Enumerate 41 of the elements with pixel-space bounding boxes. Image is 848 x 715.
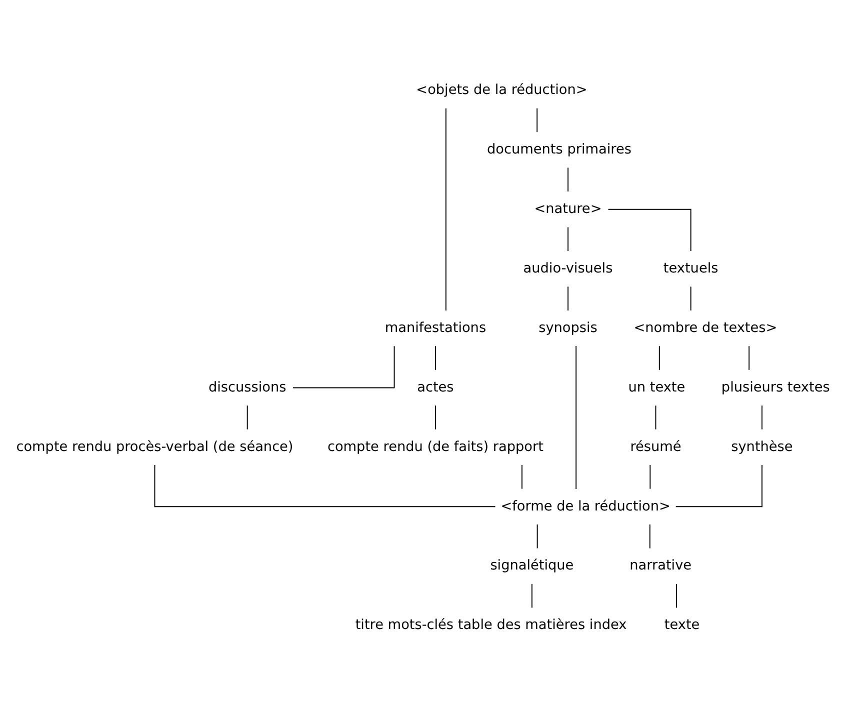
- connector: [608, 208, 692, 251]
- connector: [445, 107, 446, 310]
- connector: [690, 286, 692, 310]
- connector: [748, 345, 750, 370]
- node-text: audio-visuels: [523, 260, 613, 276]
- node-text: un texte: [628, 378, 686, 395]
- node-text: textuels: [663, 260, 718, 276]
- node-text: actes: [417, 378, 454, 395]
- connector: [434, 404, 436, 430]
- connector: [576, 345, 577, 489]
- connector: [658, 345, 660, 370]
- connector: [434, 345, 436, 370]
- node-text: texte: [664, 616, 700, 633]
- node-text: plusieurs textes: [721, 378, 830, 395]
- node-text: manifestations: [384, 319, 486, 336]
- node-text: synopsis: [538, 319, 598, 336]
- connector: [531, 582, 532, 608]
- node-text: <nature>: [534, 200, 602, 216]
- node-text: <nombre de textes>: [634, 319, 778, 336]
- connector: [649, 524, 650, 548]
- node-text: narrative: [630, 557, 692, 574]
- node-text: <objets de la réduction>: [416, 82, 588, 98]
- connector: [655, 404, 656, 430]
- node-text: discussions: [208, 378, 286, 395]
- node-text: compte rendu procès-verbal (de séance): [16, 438, 294, 454]
- node-text: compte rendu (de faits) rapport: [327, 438, 544, 454]
- node-text: synthèse: [731, 438, 793, 454]
- node-text: signalétique: [490, 557, 574, 574]
- node-text: <forme de la réduction>: [500, 498, 670, 514]
- node-text: titre mots-clés table des matières index: [355, 616, 627, 633]
- node-text: documents primaires: [487, 141, 632, 158]
- connector: [650, 464, 651, 489]
- connector: [521, 464, 522, 489]
- connector: [675, 464, 762, 507]
- node-text: résumé: [630, 438, 682, 454]
- connector: [246, 404, 248, 430]
- connector: [154, 464, 496, 507]
- connector: [536, 107, 538, 132]
- connector: [676, 582, 677, 608]
- connector: [536, 524, 538, 548]
- connector: [292, 345, 395, 388]
